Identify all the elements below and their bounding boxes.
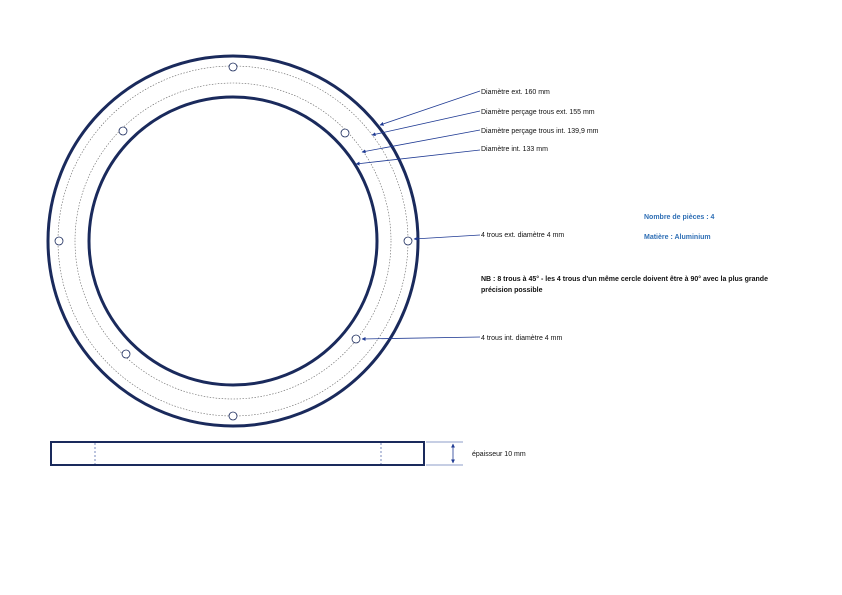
ring-side-view [50, 441, 463, 466]
inner-hole-top-right [340, 128, 350, 138]
inner-hole-pcd-label: Diamètre perçage trous int. 139,9 mm [481, 128, 599, 135]
leader-inner-hole-pcd [361, 129, 481, 154]
leader-inner-holes [361, 336, 481, 341]
ring-top-view [46, 54, 420, 428]
leader-outer-holes [413, 234, 481, 241]
side-view-outline [50, 441, 425, 466]
inner-hole-top-left [118, 126, 128, 136]
leader-outer-diameter [379, 90, 481, 126]
inner-hole-bottom-left [121, 349, 131, 359]
inner-hole-pitch-circle [74, 82, 392, 400]
outer-holes-label: 4 trous ext. diamètre 4 mm [481, 232, 564, 239]
leader-inner-diameter [355, 149, 481, 166]
outer-hole-right [403, 236, 413, 246]
inner-holes-label: 4 trous int. diamètre 4 mm [481, 335, 562, 342]
outer-edge-circle [46, 54, 420, 428]
thickness-label: épaisseur 10 mm [472, 451, 526, 458]
note-line-1: NB : 8 trous à 45° - les 4 trous d'un mê… [481, 275, 768, 283]
note-line-2: précision possible [481, 287, 543, 294]
outer-hole-left [54, 236, 64, 246]
inner-diameter-label: Diamètre int. 133 mm [481, 146, 548, 153]
inner-edge-circle [87, 95, 379, 387]
leader-outer-hole-pcd [371, 110, 481, 137]
outer-hole-bottom [228, 411, 238, 421]
leader-lines [355, 90, 481, 341]
material-label: Matière : Aluminium [644, 234, 711, 241]
inner-hole-bottom-right [351, 334, 361, 344]
outer-hole-pcd-label: Diamètre perçage trous ext. 155 mm [481, 109, 595, 116]
pieces-count-label: Nombre de pièces : 4 [644, 214, 715, 221]
outer-hole-pitch-circle [57, 65, 409, 417]
outer-hole-top [228, 62, 238, 72]
outer-diameter-label: Diamètre ext. 160 mm [481, 89, 550, 96]
